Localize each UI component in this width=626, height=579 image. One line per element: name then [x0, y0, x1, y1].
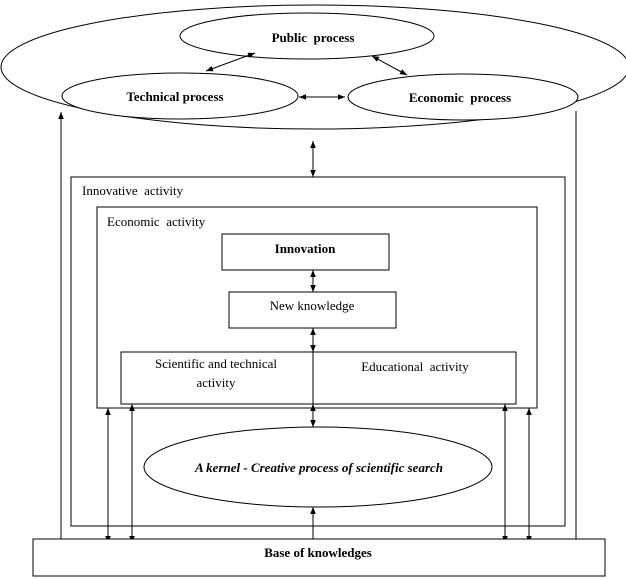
economic-process-ellipse	[347, 73, 579, 121]
economic-process-label: Economic process	[409, 90, 511, 105]
innovative-activity-label: Innovative activity	[82, 183, 184, 198]
scientific-technical-label-line2: activity	[197, 375, 236, 390]
new-knowledge-label: New knowledge	[270, 298, 355, 313]
kernel-label: A kernel - Creative process of scientifi…	[194, 460, 443, 475]
educational-activity-label: Educational activity	[361, 359, 469, 374]
technical-process-label: Technical process	[126, 89, 223, 104]
kernel-ellipse	[143, 426, 493, 508]
economic-activity-label: Economic activity	[107, 214, 206, 229]
new-knowledge-box	[228, 291, 397, 329]
innovation-box	[221, 233, 390, 271]
public-process-ellipse	[179, 12, 435, 60]
public-process-label: Public process	[272, 30, 355, 45]
scientific-technical-label-line1: Scientific and technical	[155, 356, 277, 371]
technical-process-ellipse	[61, 72, 299, 120]
activities-box	[120, 351, 517, 405]
base-of-knowledges-box	[32, 538, 606, 577]
innovation-label: Innovation	[275, 241, 336, 256]
base-of-knowledges-label: Base of knowledges	[264, 545, 372, 560]
arrow-technical-public	[205, 52, 256, 72]
arrow-public-economic	[371, 55, 408, 76]
